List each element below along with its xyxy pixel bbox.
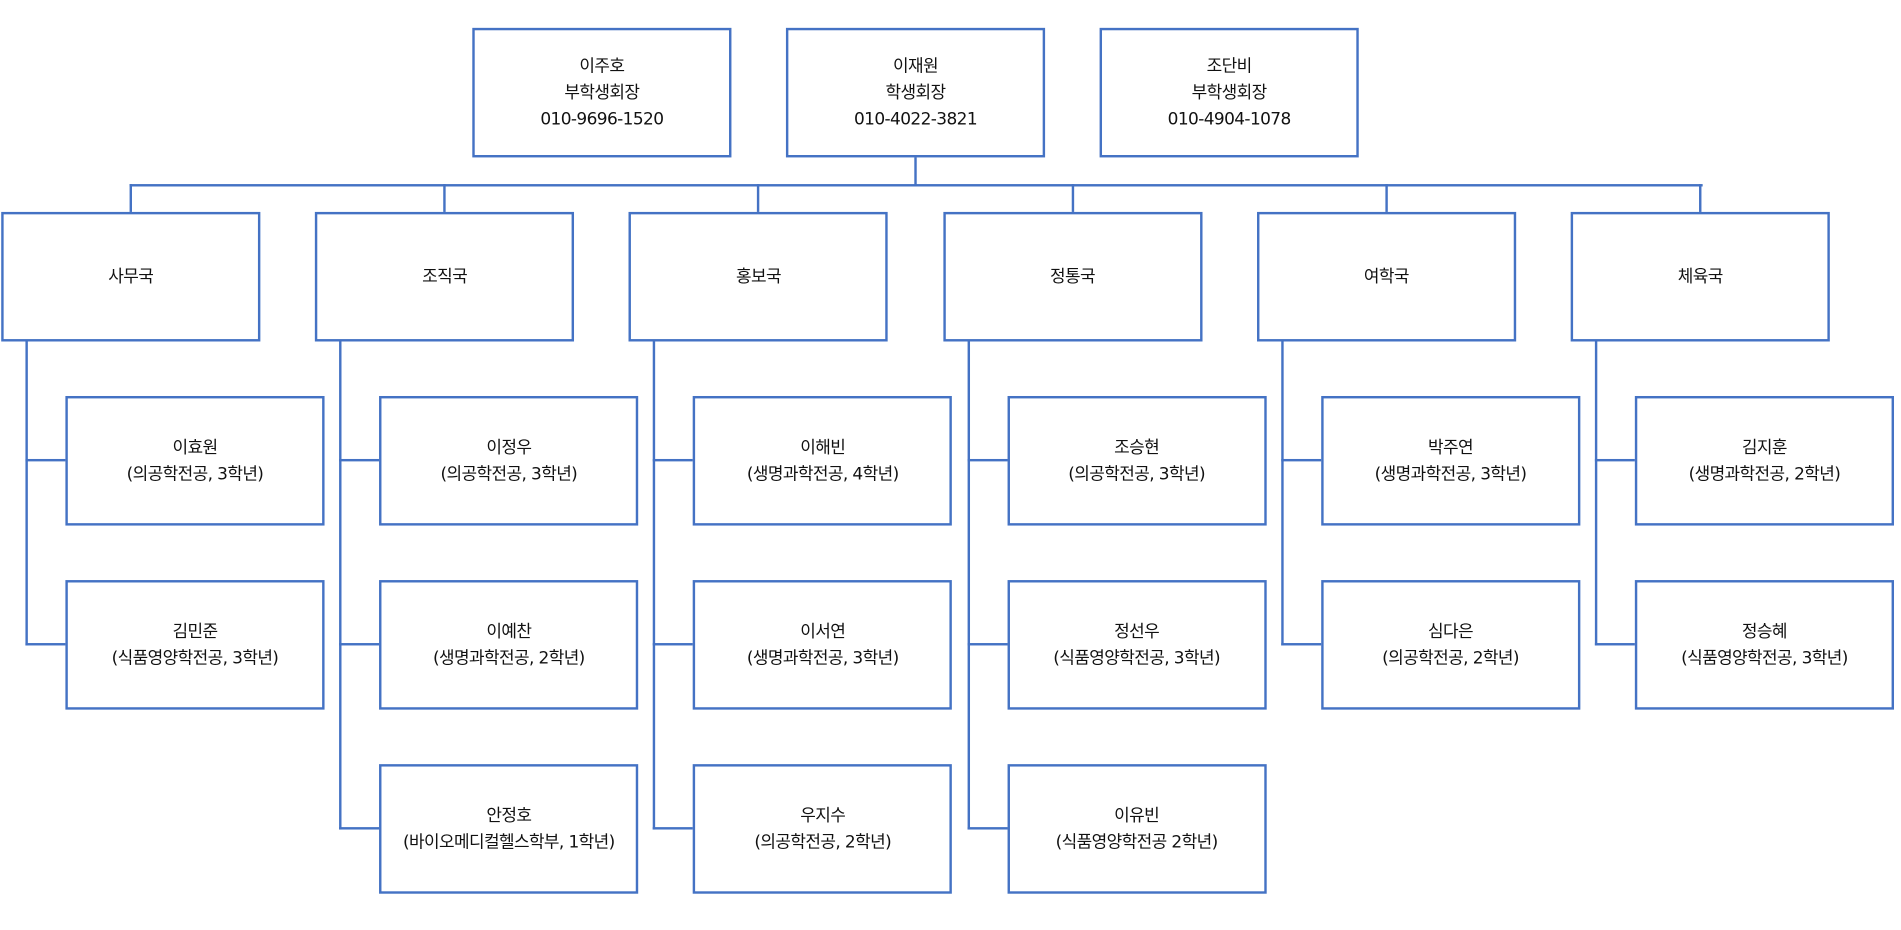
member-box: 이정우 (의공학전공, 3학년) <box>379 395 639 526</box>
connector-member <box>653 827 695 830</box>
member-name: 이유빈 <box>1114 805 1160 826</box>
member-detail: (식품영양학전공, 3학년) <box>111 648 279 668</box>
connector-member <box>339 827 381 830</box>
department-name: 여학국 <box>1363 267 1410 287</box>
connector-dept <box>129 184 132 214</box>
leader-name: 이재원 <box>893 56 939 76</box>
connector-member <box>653 458 695 462</box>
member-name: 조승현 <box>1114 437 1160 458</box>
member-detail: (식품영양학전공, 3학년) <box>1053 648 1220 668</box>
member-name: 정선우 <box>1114 621 1160 642</box>
member-box: 우지수 (의공학전공, 2학년) <box>693 764 953 894</box>
connector-member <box>967 643 1009 646</box>
department-box: 체육국 <box>1570 211 1830 342</box>
connector-dept <box>1385 184 1388 214</box>
connector-member <box>339 643 381 646</box>
member-box: 조승현 (의공학전공, 3학년) <box>1007 395 1267 526</box>
member-box: 정선우 (식품영양학전공, 3학년) <box>1007 580 1267 710</box>
member-detail: (식품영양학전공, 3학년) <box>1681 648 1848 668</box>
member-box: 이해빈 (생명과학전공, 4학년) <box>693 395 953 526</box>
leader-phone: 010-4022-3821 <box>854 109 978 129</box>
member-name: 김지훈 <box>1741 437 1788 458</box>
connector-member <box>967 458 1009 462</box>
connector-member <box>653 643 695 646</box>
department-box: 홍보국 <box>628 211 889 342</box>
member-box: 이예찬 (생명과학전공, 2학년) <box>379 580 639 710</box>
department-name: 조직국 <box>422 267 468 287</box>
member-name: 정승혜 <box>1741 621 1788 642</box>
member-detail: (생명과학전공, 2학년) <box>1688 464 1841 484</box>
member-detail: (생명과학전공, 3학년) <box>1374 464 1527 484</box>
department-box: 정통국 <box>942 211 1203 342</box>
leader-role: 학생회장 <box>885 82 947 103</box>
member-name: 이정우 <box>486 437 532 458</box>
member-detail: (의공학전공, 3학년) <box>1068 464 1206 484</box>
member-box: 이유빈 (식품영양학전공 2학년) <box>1007 764 1267 894</box>
connector-dept <box>443 184 446 214</box>
member-name: 우지수 <box>800 805 846 826</box>
department-name: 체육국 <box>1677 267 1724 287</box>
member-name: 이서연 <box>800 621 846 642</box>
member-detail: (식품영양학전공 2학년) <box>1055 832 1219 852</box>
connector-member <box>1594 643 1637 646</box>
connector-spine <box>967 341 970 830</box>
member-name: 이예찬 <box>486 621 532 642</box>
connector-member <box>25 643 67 646</box>
connector-president <box>914 157 917 187</box>
connector-member <box>1280 643 1323 646</box>
member-detail: (바이오메디컬헬스학부, 1학년) <box>402 832 615 852</box>
connector-spine <box>653 341 656 830</box>
department-name: 정통국 <box>1049 267 1096 287</box>
department-box: 사무국 <box>1 211 261 342</box>
member-box: 정승혜 (식품영양학전공, 3학년) <box>1634 580 1895 710</box>
department-name: 홍보국 <box>736 267 782 287</box>
member-name: 심다은 <box>1428 621 1474 642</box>
member-box: 박주연 (생명과학전공, 3학년) <box>1320 395 1581 526</box>
connector-dept <box>757 184 760 214</box>
member-detail: (생명과학전공, 3학년) <box>746 648 899 668</box>
connector-dept <box>1071 184 1074 214</box>
connector-dept <box>1699 184 1702 214</box>
member-detail: (의공학전공, 3학년) <box>440 464 578 484</box>
member-box: 이서연 (생명과학전공, 3학년) <box>693 580 953 710</box>
connector-member <box>1594 458 1637 462</box>
member-box: 김지훈 (생명과학전공, 2학년) <box>1634 395 1895 526</box>
connector-bus <box>129 184 1703 187</box>
member-name: 박주연 <box>1428 437 1474 458</box>
leader-role: 부학생회장 <box>1191 82 1268 103</box>
department-box: 여학국 <box>1256 211 1516 342</box>
department-name: 사무국 <box>108 267 154 287</box>
connector-member <box>339 458 381 462</box>
connector-member <box>967 827 1009 830</box>
member-box: 이효원 (의공학전공, 3학년) <box>65 395 325 526</box>
leader-phone: 010-9696-1520 <box>540 109 664 129</box>
connector-spine <box>339 341 342 830</box>
member-detail: (의공학전공, 3학년) <box>126 464 264 484</box>
leader-name: 이주호 <box>579 56 625 76</box>
member-box: 안정호 (바이오메디컬헬스학부, 1학년) <box>379 764 639 894</box>
connector-member <box>25 458 67 462</box>
department-box: 조직국 <box>315 211 575 342</box>
connector-spine <box>25 341 28 646</box>
leader-role: 부학생회장 <box>564 82 640 103</box>
member-name: 이효원 <box>172 437 218 458</box>
connector-member <box>1280 458 1323 462</box>
connector-spine <box>1280 341 1284 646</box>
member-detail: (의공학전공, 2학년) <box>754 832 892 852</box>
member-name: 김민준 <box>172 621 218 642</box>
member-box: 김민준 (식품영양학전공, 3학년) <box>65 580 325 710</box>
member-name: 안정호 <box>486 805 532 826</box>
member-name: 이해빈 <box>800 437 846 458</box>
member-detail: (생명과학전공, 2학년) <box>432 648 585 668</box>
leader-phone: 010-4904-1078 <box>1167 109 1292 129</box>
connector-spine <box>1594 341 1598 646</box>
member-detail: (의공학전공, 2학년) <box>1382 648 1519 668</box>
leader-name: 조단비 <box>1206 56 1253 76</box>
member-box: 심다은 (의공학전공, 2학년) <box>1320 580 1581 710</box>
member-detail: (생명과학전공, 4학년) <box>746 464 899 484</box>
